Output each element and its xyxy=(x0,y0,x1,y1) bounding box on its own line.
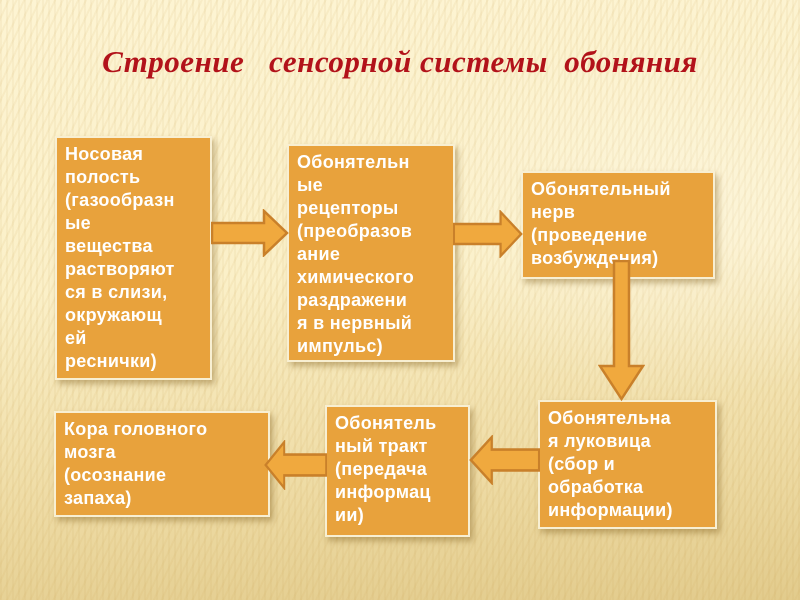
flow-box-cerebral-cortex: Кора головного мозга (осознание запаха) xyxy=(54,411,270,517)
arrow-right-nasal-to-receptors-icon xyxy=(211,209,289,257)
slide-title: Строение сенсорной системы обоняния xyxy=(102,44,698,79)
flow-box-olfactory-tract: Обонятель ный тракт (передача информац и… xyxy=(325,405,470,537)
arrow-left-tract-to-cortex-icon xyxy=(264,440,327,490)
arrow-right-receptors-to-nerve-icon xyxy=(453,210,523,258)
flow-box-olfactory-receptors: Обонятельн ые рецепторы (преобразов ание… xyxy=(287,144,455,362)
arrow-down-nerve-to-bulb-icon xyxy=(598,260,645,402)
arrow-left-bulb-to-tract-icon xyxy=(469,435,540,485)
flow-box-nasal-cavity: Носовая полость (газообразн ые вещества … xyxy=(55,136,212,380)
flow-box-olfactory-bulb: Обонятельна я луковица (сбор и обработка… xyxy=(538,400,717,529)
